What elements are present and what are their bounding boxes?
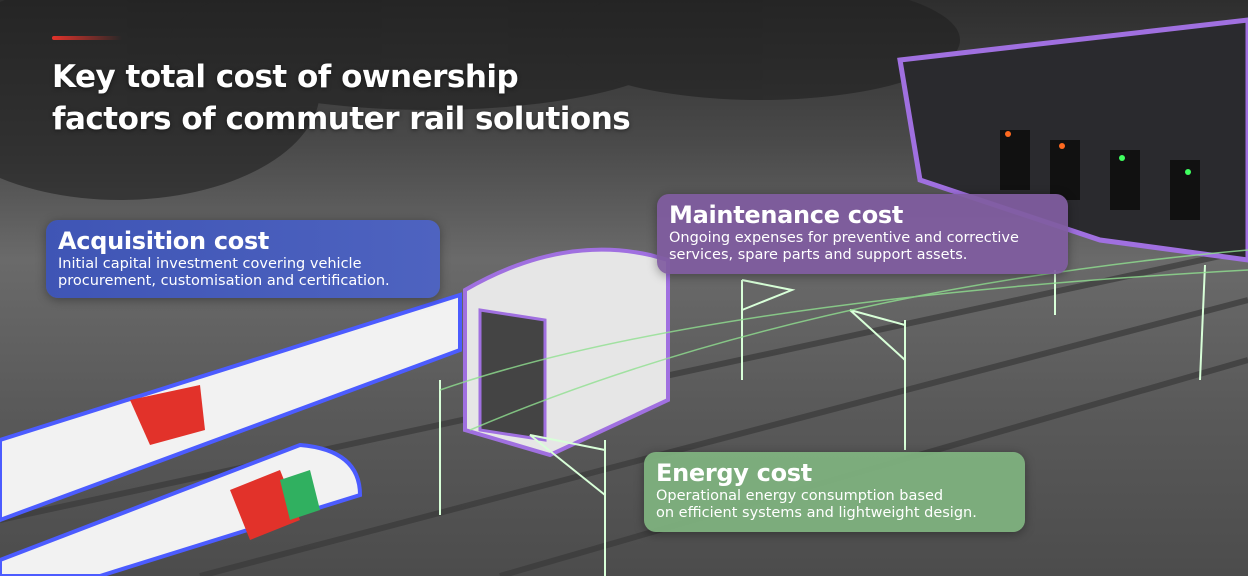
card-description-line: Ongoing expenses for preventive and corr… — [669, 230, 1019, 246]
title-line-2: factors of commuter rail solutions — [52, 101, 631, 137]
title-line-1: Key total cost of ownership — [52, 59, 519, 95]
card-title: Energy cost — [656, 459, 812, 487]
maintenance-cost-card: Maintenance cost Ongoing expenses for pr… — [657, 194, 1068, 274]
card-description-line: on efficient systems and lightweight des… — [656, 505, 977, 521]
card-description-line: Operational energy consumption based — [656, 488, 944, 504]
tunnel — [463, 247, 670, 458]
card-description-line: Initial capital investment covering vehi… — [58, 256, 362, 272]
card-title: Maintenance cost — [669, 201, 904, 229]
card-description-line: services, spare parts and support assets… — [669, 247, 968, 263]
energy-cost-card: Energy cost Operational energy consumpti… — [644, 452, 1025, 532]
card-title: Acquisition cost — [58, 227, 270, 255]
background-trees — [0, 0, 960, 200]
catenary-lines — [439, 264, 1206, 576]
overhead-wires — [439, 249, 1248, 431]
title-accent-bar — [52, 36, 122, 40]
trains — [0, 292, 462, 576]
page-title: Key total cost of ownership factors of c… — [52, 56, 631, 140]
acquisition-cost-card: Acquisition cost Initial capital investm… — [46, 220, 440, 298]
card-description-line: procurement, customisation and certifica… — [58, 273, 390, 289]
